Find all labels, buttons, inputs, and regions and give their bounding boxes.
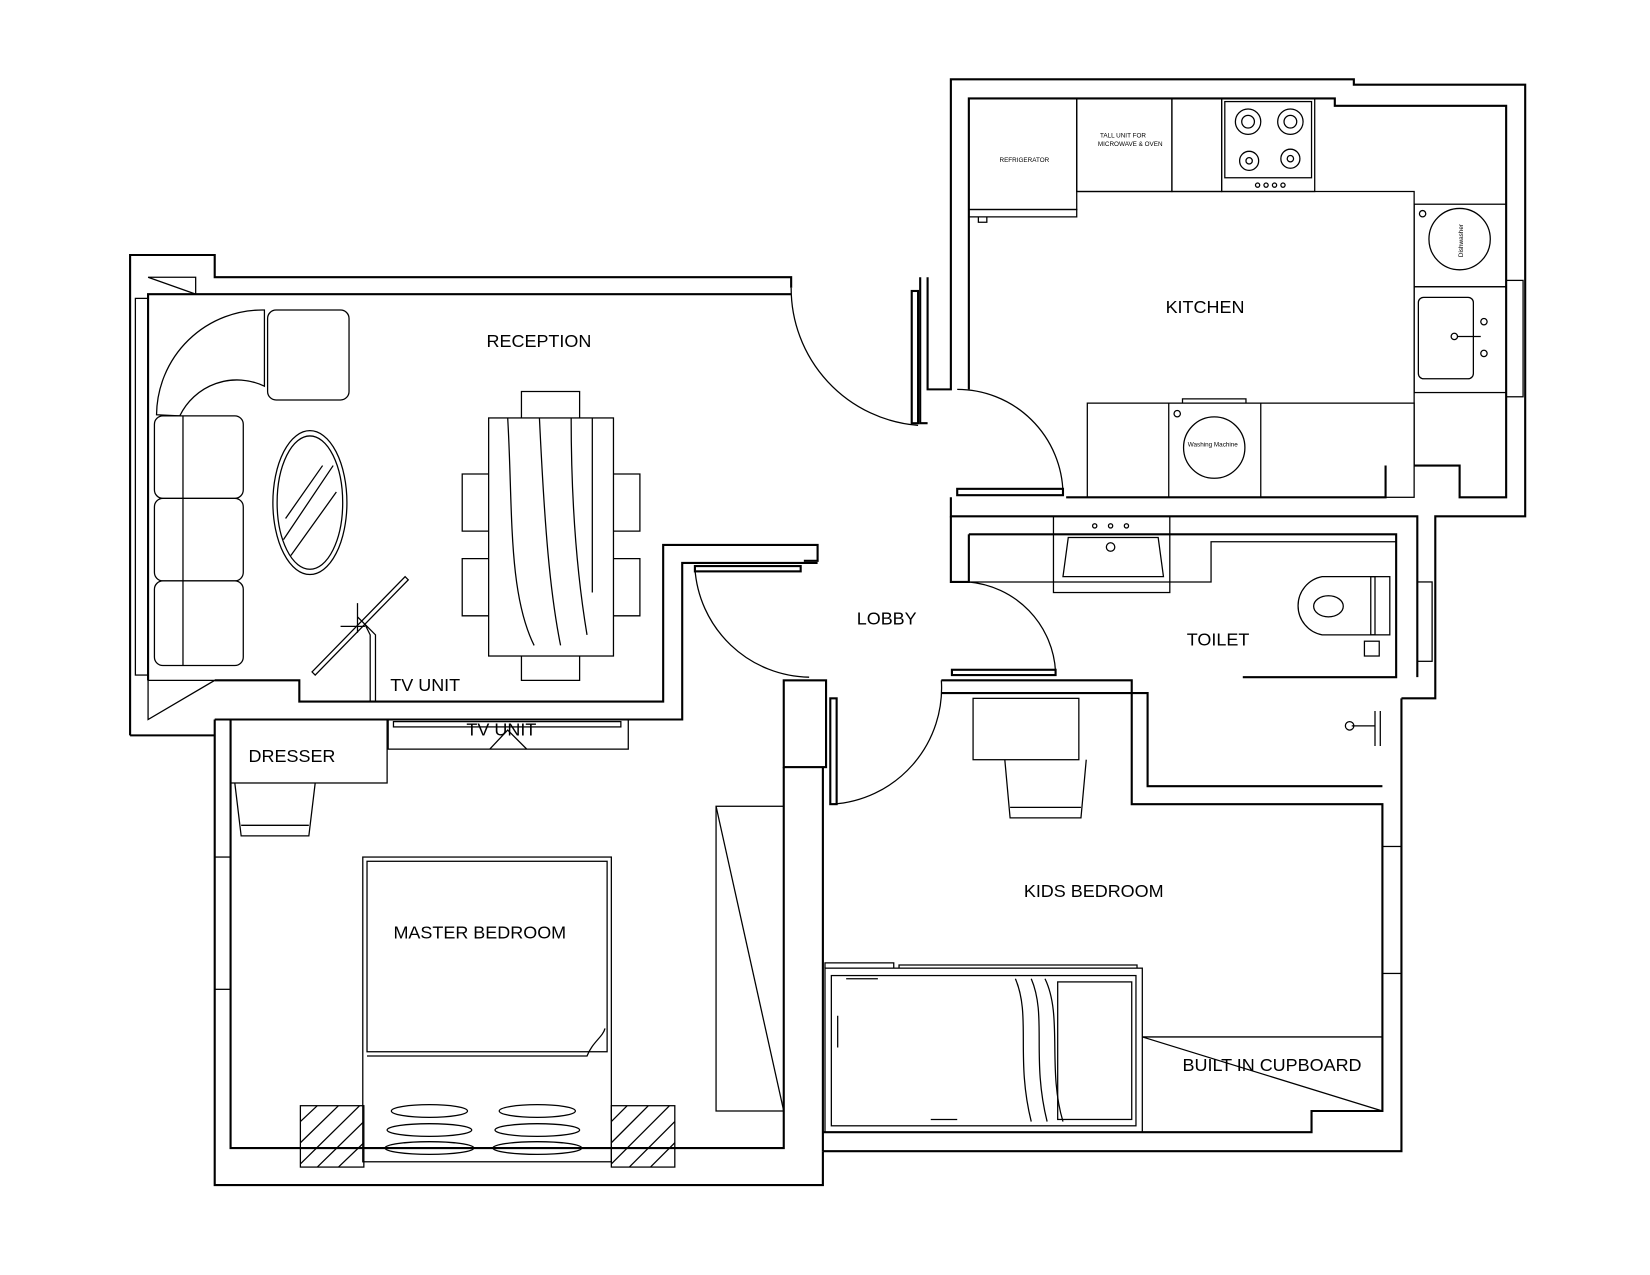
doors xyxy=(693,287,1065,806)
kitchen-sink xyxy=(1413,286,1507,394)
dresser xyxy=(229,718,388,784)
built-in-cupboard xyxy=(1142,1036,1383,1112)
dresser-label: DRESSER xyxy=(249,746,336,766)
study-chair xyxy=(1004,759,1087,819)
toilet-wc xyxy=(1297,576,1391,657)
study-desk xyxy=(972,697,1080,761)
room-label-toilet: TOILET xyxy=(1187,629,1250,649)
dresser-chair xyxy=(234,782,316,837)
room-label-lobby: LOBBY xyxy=(857,608,917,628)
shower-tap xyxy=(1351,711,1381,746)
cooktop xyxy=(1221,97,1316,193)
coffee-table xyxy=(272,430,348,576)
walls xyxy=(129,78,1527,1187)
room-label-kids-bedroom: KIDS BEDROOM xyxy=(1024,881,1164,901)
wardrobe xyxy=(715,805,785,1112)
built-in-cupboard-label: BUILT IN CUPBOARD xyxy=(1183,1055,1362,1075)
tall-unit-label-2: MICROWAVE & OVEN xyxy=(1098,141,1163,148)
dishwasher-label: Dishwasher xyxy=(1458,224,1465,257)
bedside-tables xyxy=(299,1105,676,1168)
sofa xyxy=(153,309,350,667)
washing-machine-label: Washing Machine xyxy=(1188,442,1239,449)
tall-unit-label-1: TALL UNIT FOR xyxy=(1100,133,1146,140)
tv-unit-reception xyxy=(311,575,410,702)
tv-unit-bedroom xyxy=(387,718,629,750)
refrigerator-label: REFRIGERATOR xyxy=(1000,157,1050,164)
room-label-master-bedroom: MASTER BEDROOM xyxy=(393,923,566,943)
tv-unit-label-reception: TV UNIT xyxy=(390,675,460,695)
tv-unit-label-bedroom: TV UNIT xyxy=(466,719,536,739)
room-label-kitchen: KITCHEN xyxy=(1166,297,1245,317)
room-label-reception: RECEPTION xyxy=(487,331,592,351)
vanity-basin xyxy=(968,515,1397,594)
washing-machine xyxy=(1086,398,1415,498)
master-bed xyxy=(362,856,612,1163)
dining-table xyxy=(461,390,641,681)
kids-bed xyxy=(824,962,1143,1133)
